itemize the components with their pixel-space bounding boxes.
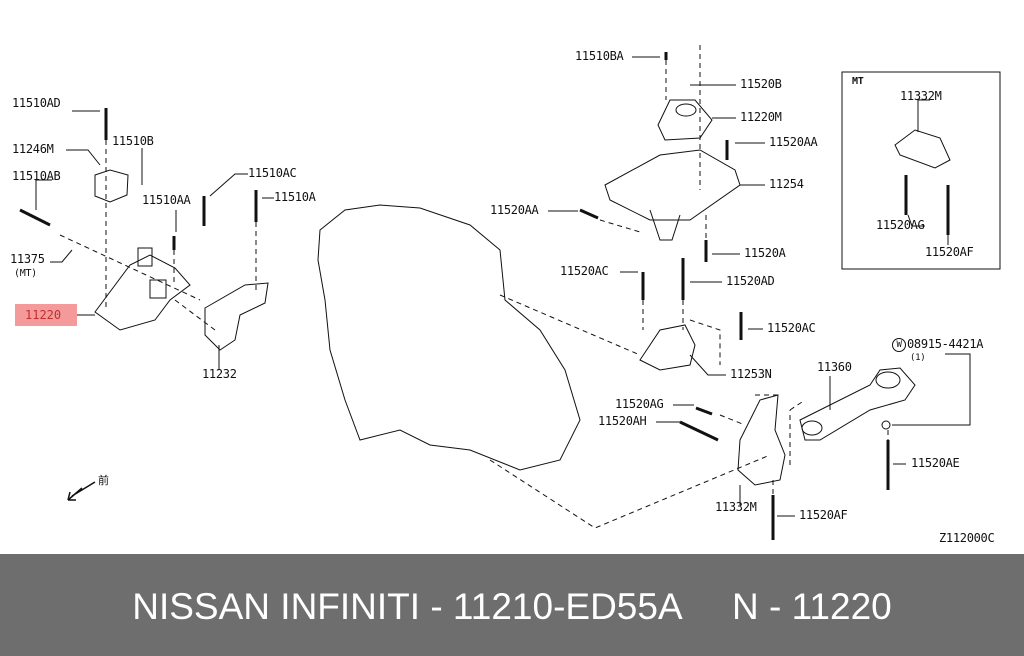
label-11520AC-left[interactable]: 11520AC <box>560 264 609 278</box>
torque-rod-11360 <box>799 367 916 441</box>
front-mark-label: 前 <box>98 474 109 487</box>
label-11375-mt: (MT) <box>14 268 37 279</box>
block-11246M <box>94 169 129 203</box>
washer-mark-icon: W <box>892 338 906 352</box>
mount-11220 <box>94 254 191 331</box>
footer-banner: NISSAN INFINITI - 11210-ED55A N - 11220 <box>0 554 1024 656</box>
diagram-code: Z112000C <box>939 531 995 545</box>
label-08915-4421A[interactable]: 08915-4421A <box>907 337 984 351</box>
label-11510A[interactable]: 11510A <box>274 190 316 204</box>
label-11520AG[interactable]: 11520AG <box>615 397 664 411</box>
label-11510BA[interactable]: 11510BA <box>575 49 624 63</box>
label-11220[interactable]: 11220 <box>25 308 62 322</box>
label-08915-qty: (1) <box>910 353 926 363</box>
label-11220M[interactable]: 11220M <box>740 110 782 124</box>
mount-stud <box>137 247 153 267</box>
label-mt-11520AG[interactable]: 11520AG <box>876 218 925 232</box>
label-11520AD[interactable]: 11520AD <box>726 274 775 288</box>
bracket-11254 <box>604 149 741 221</box>
label-11510B[interactable]: 11510B <box>112 134 154 148</box>
bracket-11232 <box>204 282 269 351</box>
label-11232[interactable]: 11232 <box>202 367 237 381</box>
mt-bracket-11332M <box>894 129 951 169</box>
label-11510AC[interactable]: 11510AC <box>248 166 297 180</box>
label-11246M[interactable]: 11246M <box>12 142 54 156</box>
label-11332M[interactable]: 11332M <box>715 500 757 514</box>
label-11520AA-left[interactable]: 11520AA <box>490 203 539 217</box>
diagram-drawing <box>19 45 1001 540</box>
mt-box-title: MT <box>852 76 864 87</box>
label-11520AE[interactable]: 11520AE <box>911 456 960 470</box>
label-11520AA-right[interactable]: 11520AA <box>769 135 818 149</box>
label-mt-11332M[interactable]: 11332M <box>900 89 942 103</box>
mount-11253N <box>639 324 696 371</box>
mount-11220M <box>657 99 713 141</box>
label-11253N[interactable]: 11253N <box>730 367 772 381</box>
label-11520B[interactable]: 11520B <box>740 77 782 91</box>
label-11510AB[interactable]: 11510AB <box>12 169 61 183</box>
label-11520AF[interactable]: 11520AF <box>799 508 848 522</box>
mt-box <box>841 71 1001 270</box>
engine-block <box>317 204 581 471</box>
label-mt-11520AF[interactable]: 11520AF <box>925 245 974 259</box>
front-arrow-icon <box>67 481 96 501</box>
label-11254[interactable]: 11254 <box>769 177 804 191</box>
label-11360[interactable]: 11360 <box>817 360 852 374</box>
label-11520AC-right[interactable]: 11520AC <box>767 321 816 335</box>
label-11520A[interactable]: 11520A <box>744 246 786 260</box>
label-11520AH[interactable]: 11520AH <box>598 414 647 428</box>
label-11510AD[interactable]: 11510AD <box>12 96 61 110</box>
parts-diagram: 11510AD 11246M 11510B 11510AB 11510AC 11… <box>10 45 1001 545</box>
footer-part-title: NISSAN INFINITI - 11210-ED55A N - 11220 <box>132 586 892 627</box>
label-11375[interactable]: 11375 <box>10 252 45 266</box>
highlight-11220[interactable]: 11220 <box>15 304 77 326</box>
label-11510AA[interactable]: 11510AA <box>142 193 191 207</box>
bracket-11332M <box>737 394 786 486</box>
